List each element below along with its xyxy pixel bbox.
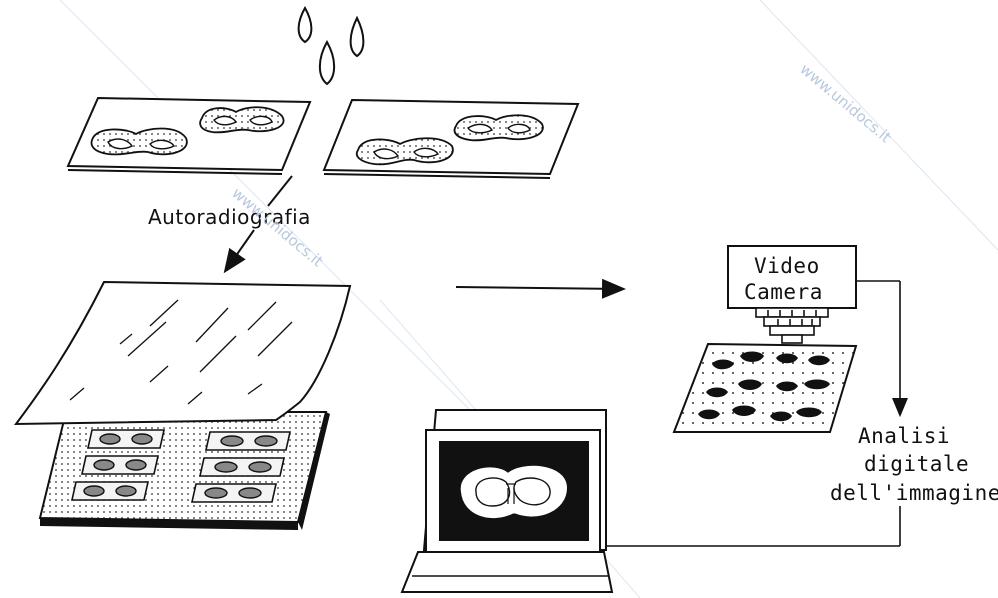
- video-camera-label-line1: Video: [754, 254, 820, 278]
- developed-film: [674, 344, 856, 432]
- camera-lens-icon: [756, 308, 828, 343]
- analysis-label-line2: digitale: [864, 452, 969, 476]
- connector-analysis-monitor: [600, 506, 900, 546]
- video-camera-label-line2: Camera: [744, 280, 823, 304]
- analysis-label-line3: dell'immagine: [830, 481, 998, 505]
- slide-left: [68, 98, 310, 174]
- slide-tray: [40, 412, 330, 530]
- arrow-to-camera: [456, 287, 622, 289]
- connector-camera-analysis: [856, 281, 900, 414]
- drops-icon: [299, 8, 364, 84]
- x-ray-film: [16, 282, 350, 424]
- slide-right: [324, 100, 578, 178]
- analysis-label-line1: Analisi: [858, 424, 950, 448]
- computer-monitor-icon: [402, 410, 612, 592]
